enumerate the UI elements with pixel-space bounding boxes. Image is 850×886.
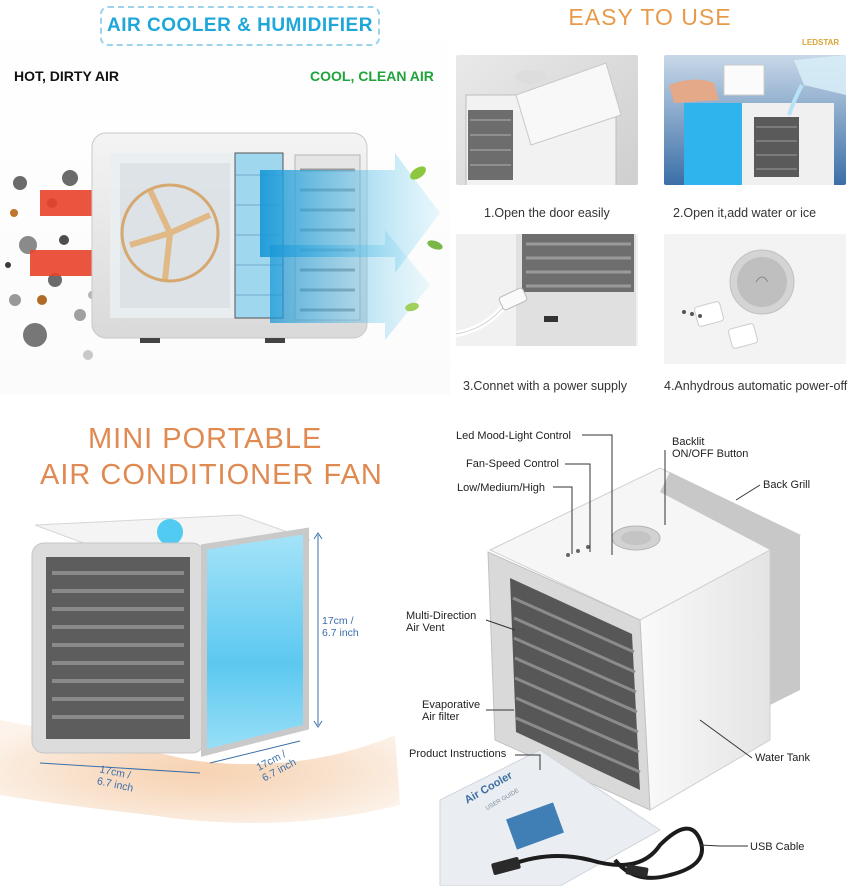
air-vent-callout-line1: Multi-Direction (406, 610, 477, 622)
step-2-caption: 2.Open it,add water or ice (673, 206, 817, 220)
step-2-photo (664, 55, 846, 185)
portable-fan-illustration (0, 514, 400, 823)
backlit-callout-line1: Backlit (672, 436, 705, 448)
led-mood-light-callout: Led Mood-Light Control (456, 430, 571, 442)
cutaway-illustration (5, 132, 443, 360)
usb-cable-callout: USB Cable (750, 841, 805, 853)
step-4-caption: 4.Anhydrous automatic power-off (664, 379, 848, 393)
vent-slats (52, 571, 184, 719)
mini-title-line1: MINI PORTABLE (88, 423, 323, 455)
step-3-caption: 3.Connet with a power supply (463, 379, 627, 393)
usb-cable-icon (509, 826, 704, 880)
feature-title: AIR COOLER & HUMIDIFIER (107, 15, 373, 36)
step-1-caption: 1.Open the door easily (484, 206, 610, 220)
easy-to-use-panel: EASY TO USE LEDSTAR 1.Open the door easi… (450, 0, 850, 405)
filter-callout-line1: Evaporative (422, 699, 481, 711)
hot-air-label: HOT, DIRTY AIR (14, 68, 120, 84)
fan-speed-callout: Fan-Speed Control (466, 458, 559, 470)
mini-title-line2: AIR CONDITIONER FAN (40, 459, 383, 491)
easy-title: EASY TO USE (568, 4, 732, 30)
brand-mark: LEDSTAR (802, 38, 840, 47)
step-3-photo (456, 234, 638, 346)
parts-illustration (439, 434, 802, 886)
power-button-icon (157, 519, 183, 545)
height-dimension: 17cm / 6.7 inch (322, 615, 359, 639)
back-grill-callout: Back Grill (763, 479, 811, 491)
leaf-icon (410, 166, 426, 180)
parts-panel: Led Mood-Light Control Fan-Speed Control… (400, 420, 850, 886)
feature-title-box: AIR COOLER & HUMIDIFIER (100, 6, 380, 46)
fan-blades-icon (120, 183, 220, 283)
dimensions-panel: MINI PORTABLE AIR CONDITIONER FAN (0, 405, 400, 886)
instructions-callout: Product Instructions (409, 748, 507, 760)
dust-particles-icon (5, 170, 96, 360)
feature-panel: AIR COOLER & HUMIDIFIER HOT, DIRTY AIR C… (0, 0, 450, 395)
cool-air-label: COOL, CLEAN AIR (310, 68, 434, 84)
step-4-photo (664, 234, 846, 364)
step-1-photo (456, 55, 638, 185)
fan-side-glow (204, 531, 306, 753)
backlit-callout-line2: ON/OFF Button (672, 448, 749, 460)
filter-callout-line2: Air filter (422, 711, 460, 723)
air-vent-callout-line2: Air Vent (406, 622, 445, 634)
speed-levels-callout: Low/Medium/High (457, 482, 546, 494)
water-tank-callout: Water Tank (755, 752, 811, 764)
air-vent-slats (512, 596, 641, 774)
